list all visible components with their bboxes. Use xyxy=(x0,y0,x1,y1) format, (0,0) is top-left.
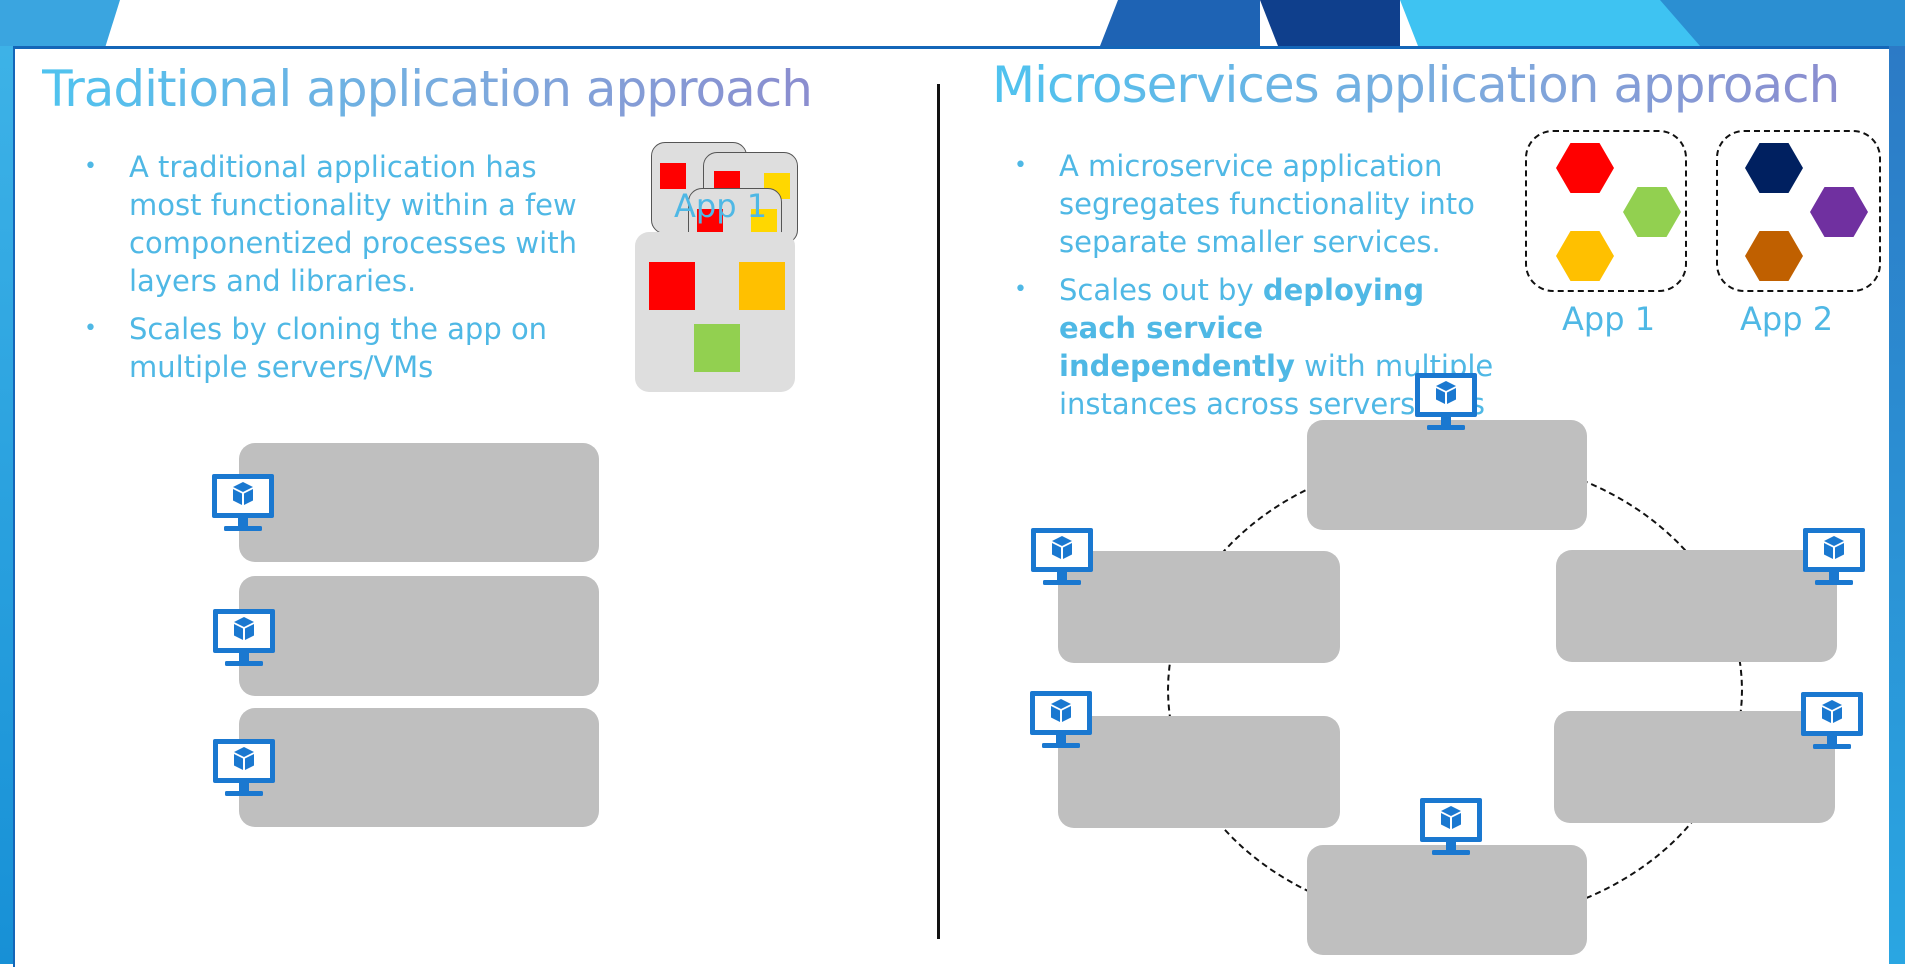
red-component xyxy=(697,209,723,235)
purple-service-hexagon xyxy=(1810,187,1868,237)
decorative-left-strip xyxy=(0,0,14,964)
bullet-2-text-end: with multiple instances across servers/V… xyxy=(1059,349,1494,421)
navy-service-hexagon xyxy=(1745,143,1803,193)
microservices-bullet-2: Scales out by deploying each service ind… xyxy=(1014,271,1509,423)
traditional-app-main-card xyxy=(635,232,795,392)
microservices-bullet-1: A microservice application segregates fu… xyxy=(1014,147,1509,261)
red-component xyxy=(649,262,695,310)
microservices-app-1-label: App 1 xyxy=(1562,300,1656,338)
brown-service-hexagon xyxy=(1745,231,1803,281)
vm-monitor-icon xyxy=(1413,371,1479,433)
traditional-server-box-1 xyxy=(239,443,599,562)
vm-monitor-icon xyxy=(1418,796,1484,858)
microservices-bullet-list: A microservice application segregates fu… xyxy=(1014,147,1509,433)
vm-monitor-icon xyxy=(211,607,277,669)
orange-component xyxy=(739,262,785,310)
vm-monitor-icon xyxy=(1801,526,1867,588)
microservices-server-box-left-lower xyxy=(1058,716,1340,828)
green-service-hexagon xyxy=(1623,187,1681,237)
traditional-server-box-2 xyxy=(239,576,599,696)
traditional-bullet-2: Scales by cloning the app on multiple se… xyxy=(84,310,604,386)
vm-monitor-icon xyxy=(210,472,276,534)
microservices-server-box-bottom xyxy=(1307,845,1587,955)
yellow-component xyxy=(751,209,777,235)
green-component xyxy=(694,324,740,372)
microservices-app-2-label: App 2 xyxy=(1740,300,1834,338)
center-divider xyxy=(937,84,940,939)
red-component xyxy=(660,163,686,189)
traditional-bullet-list: A traditional application has most funct… xyxy=(84,148,604,396)
vm-monitor-icon xyxy=(1799,690,1865,752)
decorative-right-strip xyxy=(1885,0,1905,964)
vm-monitor-icon xyxy=(1028,689,1094,751)
decorative-top-right-band xyxy=(1100,0,1905,46)
vm-monitor-icon xyxy=(1029,526,1095,588)
orange-service-hexagon xyxy=(1556,231,1614,281)
traditional-approach-title: Traditional application approach xyxy=(42,60,813,118)
decorative-top-left-band xyxy=(0,0,120,46)
microservices-server-box-right-lower xyxy=(1554,711,1835,823)
traditional-bullet-1: A traditional application has most funct… xyxy=(84,148,604,300)
microservices-server-box-left-upper xyxy=(1058,551,1340,663)
microservices-server-box-right-upper xyxy=(1556,550,1837,662)
traditional-app-label: App 1 xyxy=(674,187,768,225)
microservices-server-box-top xyxy=(1307,420,1587,530)
vm-monitor-icon xyxy=(211,737,277,799)
bullet-2-text-start: Scales out by xyxy=(1059,273,1263,307)
app-2-services-group xyxy=(1716,130,1881,292)
app-1-services-group xyxy=(1525,130,1687,292)
bullet-2-text-bold: deploying each service independently xyxy=(1059,273,1425,383)
traditional-server-box-3 xyxy=(239,708,599,827)
microservices-approach-title: Microservices application approach xyxy=(992,56,1840,114)
red-service-hexagon xyxy=(1556,143,1614,193)
